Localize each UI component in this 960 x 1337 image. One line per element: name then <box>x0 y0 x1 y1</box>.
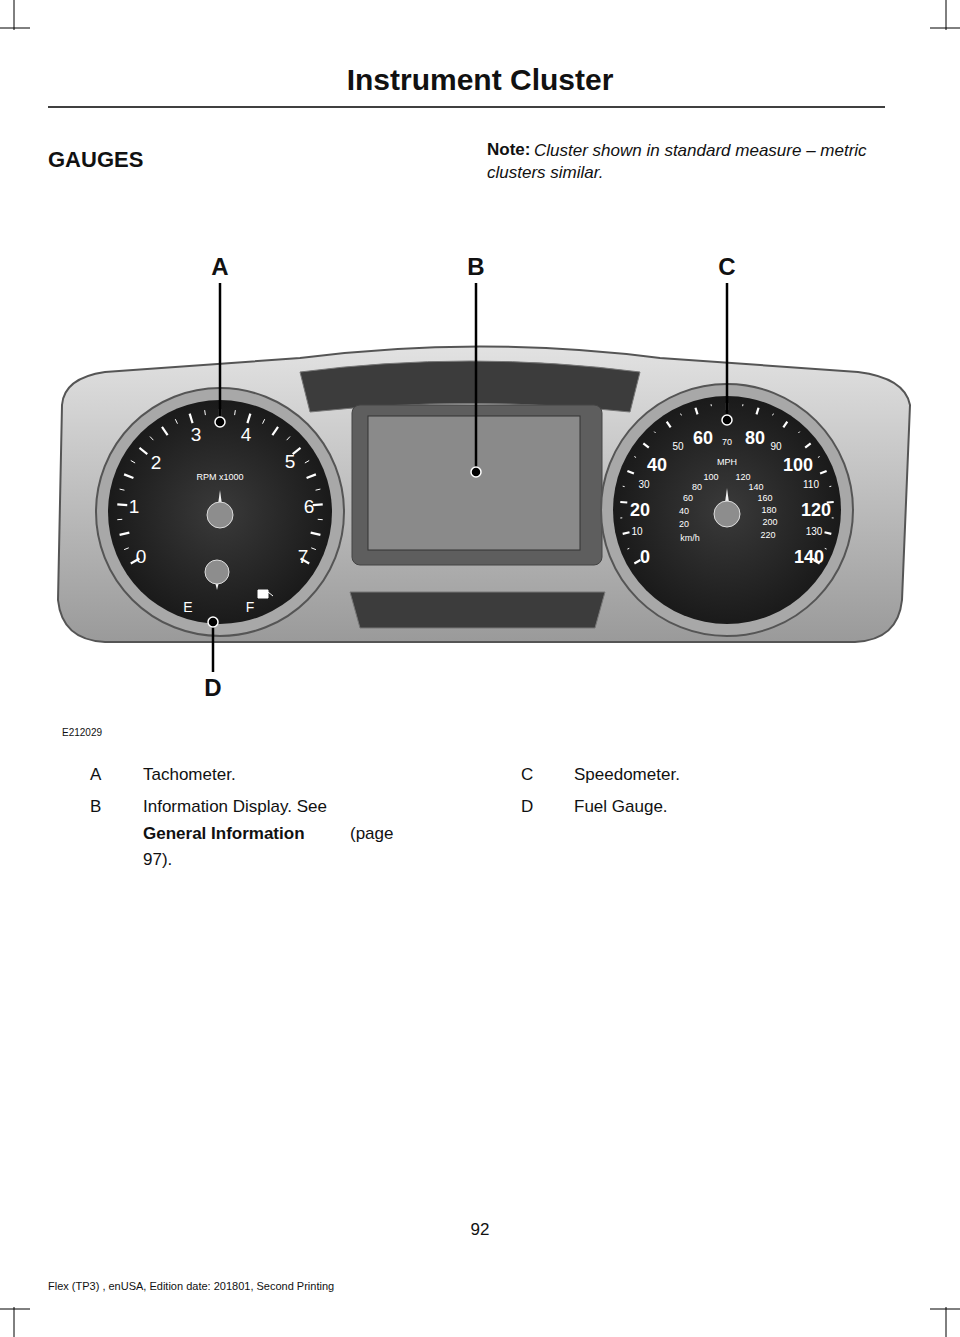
key-text: Tachometer. <box>143 765 236 785</box>
fuel-mark: E <box>183 599 192 615</box>
gauge-number: 140 <box>748 482 763 492</box>
gauge-number: 120 <box>801 500 831 521</box>
callout-letter: B <box>467 253 484 281</box>
information-display <box>368 416 580 550</box>
fuel-mark: F <box>246 599 255 615</box>
tach-hub <box>207 502 233 528</box>
gauge-number: 80 <box>692 482 702 492</box>
footer-text: Flex (TP3) , enUSA, Edition date: 201801… <box>48 1280 334 1293</box>
figure-code: E212029 <box>62 727 102 739</box>
gauge-unit: km/h <box>680 533 700 543</box>
gauge-number: 0 <box>640 547 650 568</box>
speedo-hub <box>714 501 740 527</box>
note-text: Cluster shown in standard measure – metr… <box>487 140 887 184</box>
gauge-number: 80 <box>745 428 765 449</box>
gauge-number: 6 <box>304 496 315 518</box>
gauge-number: 5 <box>285 451 296 473</box>
callout-letter: A <box>211 253 228 281</box>
gauge-number: 50 <box>672 441 683 453</box>
key-letter: B <box>90 797 101 817</box>
gauge-number: 90 <box>770 441 781 453</box>
gauge-number: 70 <box>722 437 732 447</box>
gauge-number: 140 <box>794 547 824 568</box>
speedo-bezel <box>601 384 853 636</box>
gauge-number: 60 <box>683 493 693 503</box>
note-label: Note: <box>487 140 530 160</box>
key-text: 97). <box>143 850 172 870</box>
gauge-number: 130 <box>806 526 823 538</box>
gauge-number: 180 <box>761 505 776 515</box>
fuel-pump-icon <box>258 590 273 598</box>
gauge-number: 20 <box>630 500 650 521</box>
page-number: 92 <box>471 1220 490 1240</box>
gauge-number: 200 <box>762 517 777 527</box>
tach-ticks <box>117 409 322 564</box>
bottom-vent <box>350 592 605 628</box>
speedo-face <box>613 396 841 624</box>
key-letter: C <box>521 765 533 785</box>
gauge-number: 40 <box>647 455 667 476</box>
gauge-number: 3 <box>191 424 202 446</box>
gauge-number: 4 <box>241 424 252 446</box>
gauge-unit: MPH <box>717 457 737 467</box>
gauge-number: 100 <box>703 472 718 482</box>
gauge-number: 30 <box>638 479 649 491</box>
cross-reference: General Information <box>143 824 305 844</box>
key-text: (page <box>350 824 393 844</box>
gauge-number: 1 <box>129 496 140 518</box>
speedo-ticks <box>620 403 833 564</box>
callout-letter: D <box>204 674 221 702</box>
key-letter: D <box>521 797 533 817</box>
key-text: Speedometer. <box>574 765 680 785</box>
gauge-number: 0 <box>136 546 147 568</box>
gauge-number: 10 <box>631 526 642 538</box>
key-letter: A <box>90 765 101 785</box>
leader-dots <box>208 415 732 627</box>
section-heading: GAUGES <box>48 147 143 172</box>
gauge-number: 40 <box>679 506 689 516</box>
gauge-number: 100 <box>783 455 813 476</box>
gauge-number: 20 <box>679 519 689 529</box>
gauge-number: 60 <box>693 428 713 449</box>
gauge-number: 7 <box>298 546 309 568</box>
gauge-number: 2 <box>151 452 162 474</box>
callout-letter: C <box>718 253 735 281</box>
gauge-number: 160 <box>757 493 772 503</box>
fuel-hub <box>205 560 229 584</box>
gauge-number: 110 <box>803 479 819 491</box>
cluster-housing <box>58 347 910 643</box>
leader-lines <box>213 283 727 672</box>
gauge-number: 120 <box>735 472 750 482</box>
tach-face <box>108 400 332 624</box>
gauge-number: 220 <box>760 530 775 540</box>
header-rule <box>48 106 885 108</box>
top-vent <box>300 361 640 412</box>
key-text: Fuel Gauge. <box>574 797 668 817</box>
page-header: Instrument Cluster <box>347 63 614 98</box>
key-text: Information Display. See <box>143 797 327 817</box>
gauge-unit: RPM x1000 <box>196 472 243 482</box>
tach-bezel <box>96 388 344 636</box>
